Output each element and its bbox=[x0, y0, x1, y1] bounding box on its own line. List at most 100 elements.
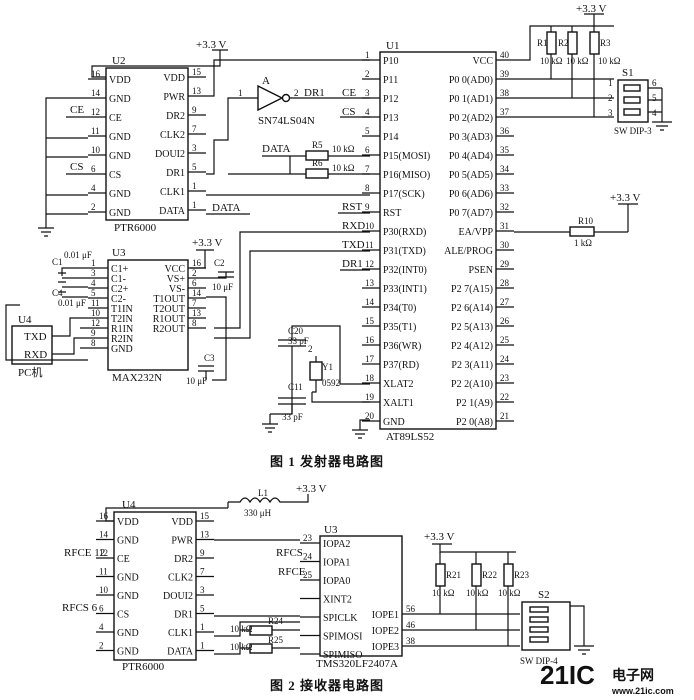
pin-number: 14 bbox=[192, 288, 202, 298]
pin-number: 26 bbox=[500, 316, 510, 326]
pin-name: GND bbox=[109, 94, 131, 105]
pin-number: 8 bbox=[365, 183, 370, 193]
pin-name: CLK1 bbox=[168, 628, 193, 639]
pin-number: 11 bbox=[91, 126, 100, 136]
pin-number: 10 bbox=[91, 145, 101, 155]
pin-number: 23 bbox=[500, 373, 510, 383]
supply-max: +3.3 V bbox=[192, 237, 223, 249]
net-cs-tx: CS bbox=[70, 161, 83, 173]
s1-pin2: 2 bbox=[608, 93, 613, 103]
pullup-resistors-tx: R1 R2 R3 10 kΩ 10 kΩ 10 kΩ bbox=[537, 26, 621, 117]
pin-number: 12 bbox=[365, 259, 374, 269]
max-left-pin: 1C1+ bbox=[88, 258, 129, 275]
pin-number: 9 bbox=[192, 105, 197, 115]
pin-number: 3 bbox=[200, 585, 205, 595]
pin-name: P0 0(AD0) bbox=[449, 75, 493, 86]
pin-number: 13 bbox=[192, 308, 202, 318]
r2-val: 10 kΩ bbox=[566, 56, 589, 66]
pin-name: CS bbox=[117, 610, 129, 621]
pin-name: DR1 bbox=[174, 610, 193, 621]
pin-name: DR1 bbox=[166, 168, 185, 179]
pin-name: PWR bbox=[163, 92, 185, 103]
s1-pin3: 3 bbox=[608, 108, 613, 118]
pin-name: P0 4(AD4) bbox=[449, 151, 493, 162]
pin-number: 14 bbox=[91, 88, 101, 98]
r2-ref: R2 bbox=[558, 38, 569, 48]
pc-ref: U4 bbox=[18, 314, 32, 326]
r24-val: 10 kΩ bbox=[230, 624, 253, 634]
pin-number: 7 bbox=[200, 567, 205, 577]
pin-number: 9 bbox=[91, 328, 96, 338]
crystal-pin2: 2 bbox=[308, 344, 313, 354]
max-left-pin: 3C1- bbox=[88, 268, 126, 285]
c1-ref: C1 bbox=[52, 257, 63, 267]
pin-number: 24 bbox=[500, 354, 510, 364]
pin-number: 6 bbox=[365, 145, 370, 155]
dsp-ref: U3 bbox=[324, 524, 338, 536]
r25-val: 10 kΩ bbox=[230, 642, 253, 652]
pin-name: SPICLK bbox=[323, 613, 358, 624]
max-left-pin: 4C2+ bbox=[88, 278, 129, 295]
dip-switch-s2[interactable]: S2 SW DIP-4 bbox=[520, 589, 571, 666]
c4-ref: C4 bbox=[52, 288, 63, 298]
dip-switch-s1[interactable]: S1 1 2 3 6 5 4 SW DIP-3 bbox=[608, 67, 657, 136]
pin-number: 8 bbox=[91, 338, 96, 348]
pin-number: 2 bbox=[91, 202, 96, 212]
pin-number: 13 bbox=[365, 278, 375, 288]
pin-number: 13 bbox=[200, 530, 210, 540]
pin-number: 11 bbox=[99, 567, 108, 577]
pin-number: 4 bbox=[99, 622, 104, 632]
pin-number: 15 bbox=[192, 67, 202, 77]
pin-name: VDD bbox=[109, 75, 131, 86]
r5-val: 10 kΩ bbox=[332, 144, 355, 154]
pin-name: R1OUT bbox=[153, 314, 185, 325]
r5-ref: R5 bbox=[312, 140, 323, 150]
inverter-in-pin: 1 bbox=[238, 88, 243, 98]
pin-name: VDD bbox=[117, 517, 139, 528]
pin-name: VDD bbox=[163, 73, 185, 84]
pin-number: 14 bbox=[99, 530, 109, 540]
pin-number: 12 bbox=[91, 318, 100, 328]
pin-name: GND bbox=[117, 647, 139, 658]
l1-ref: L1 bbox=[258, 488, 268, 498]
pin-number: 4 bbox=[365, 107, 370, 117]
r25-ref: R25 bbox=[268, 635, 284, 645]
pin-name: P30(RXD) bbox=[383, 227, 426, 238]
net-data-mcu: DATA bbox=[262, 143, 291, 155]
pin-number: 16 bbox=[192, 258, 202, 268]
pin-name: IOPE3 bbox=[372, 642, 399, 653]
pin-name: P32(INT0) bbox=[383, 265, 427, 276]
c2-ref: C2 bbox=[214, 258, 225, 268]
s1-pin4: 4 bbox=[652, 108, 657, 118]
pin-name: R2IN bbox=[111, 334, 133, 345]
pin-number: 6 bbox=[192, 278, 197, 288]
pin-name: T2OUT bbox=[153, 304, 185, 315]
pin-name: VS+ bbox=[167, 274, 186, 285]
ptr-rx-part: PTR6000 bbox=[122, 661, 165, 673]
pin-number: 10 bbox=[365, 221, 375, 231]
